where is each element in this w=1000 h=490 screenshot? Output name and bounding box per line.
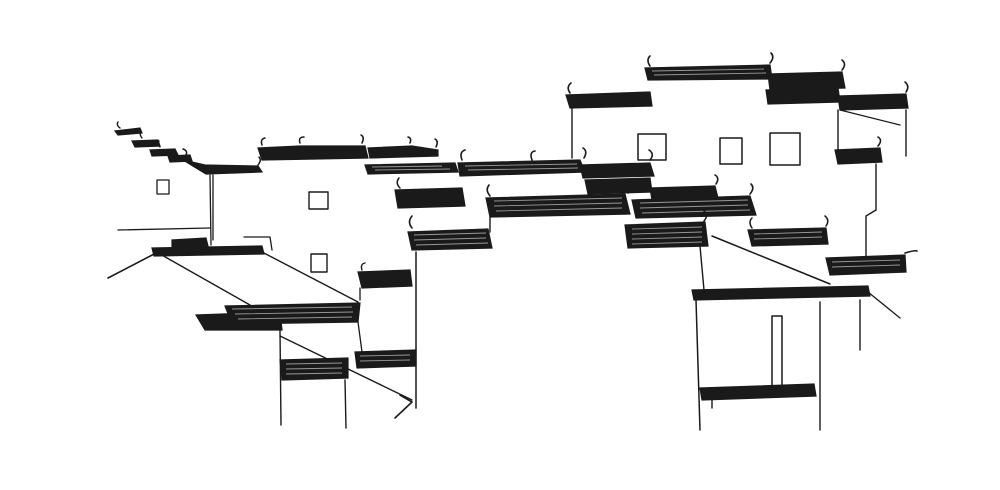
window (156, 179, 170, 195)
center-left-house (212, 134, 459, 273)
foreground-left-roof (107, 245, 413, 429)
window (310, 253, 328, 273)
window (719, 137, 743, 165)
window (637, 133, 667, 161)
left-house (117, 148, 264, 248)
window (308, 191, 329, 210)
center-right-eaves (584, 174, 829, 249)
right-lower-house (691, 235, 918, 431)
window (769, 132, 801, 166)
center-stepped-eaves (354, 177, 466, 369)
right-upper-house (565, 52, 909, 257)
center-gateway (407, 147, 655, 409)
